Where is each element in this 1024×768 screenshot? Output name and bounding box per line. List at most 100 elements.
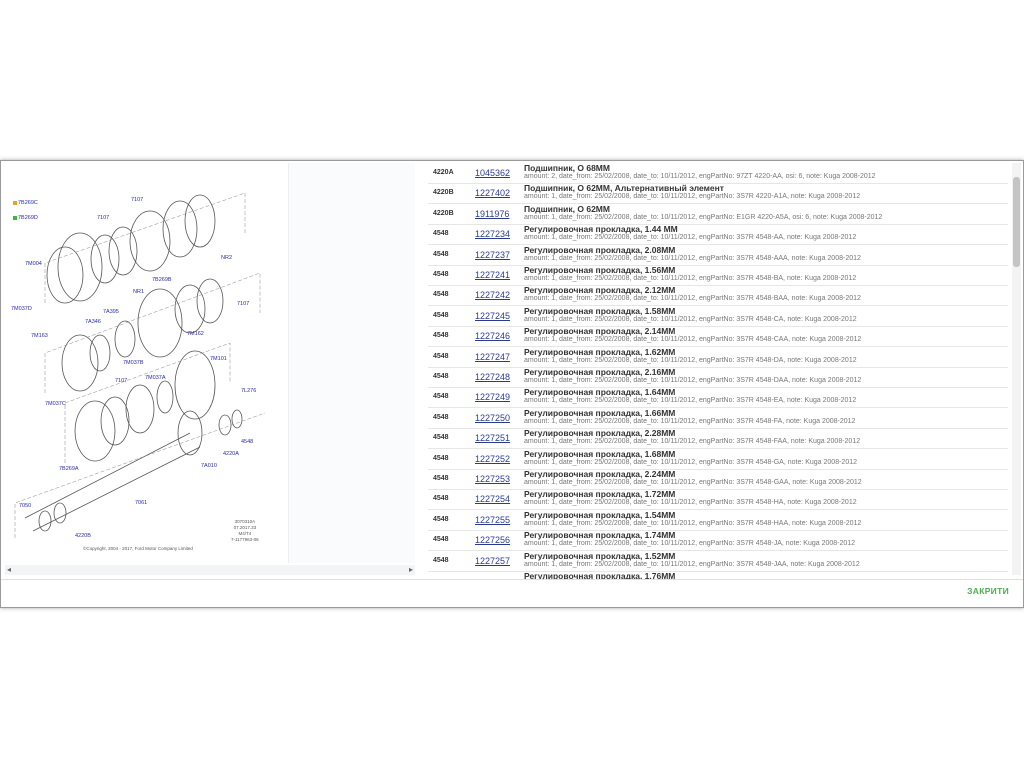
part-callout[interactable]: 7M037B [123, 360, 144, 366]
ref-number: 4548 [433, 352, 449, 360]
scroll-left-icon[interactable]: ◂ [7, 565, 12, 574]
part-callout[interactable]: NR1 [133, 289, 145, 295]
dialog-footer: ЗАКРИТИ [1, 579, 1023, 608]
part-callout[interactable]: 7107 [97, 215, 110, 221]
scroll-right-icon[interactable]: ▸ [408, 565, 413, 574]
gearbox-drawing [14, 192, 266, 538]
part-number-link[interactable]: 1227241 [475, 270, 511, 280]
part-callout[interactable]: 7107 [115, 378, 128, 384]
part-callout[interactable]: NR2 [221, 255, 233, 261]
part-number-link[interactable]: 1227256 [475, 535, 511, 546]
part-number-link[interactable]: 1227255 [475, 514, 511, 525]
part-callout[interactable]: 7M037D [11, 306, 32, 312]
part-details: amount: 1, date_from: 25/02/2008, date_t… [524, 295, 861, 303]
part-number-link[interactable]: 1227402 [475, 188, 511, 199]
part-callout[interactable]: 7M037C [45, 401, 66, 407]
legend-label: 7B269C [18, 200, 38, 206]
legend-item: 7B269D [13, 215, 38, 221]
part-number-link[interactable]: 1227253 [475, 474, 511, 484]
part-number-link[interactable]: 1045362 [475, 168, 511, 178]
part-title: Регулировочная прокладка, 2.16ММ [524, 367, 676, 377]
part-callout[interactable]: 7107 [131, 197, 144, 203]
part-details: amount: 1, date_from: 25/02/2008, date_t… [524, 377, 862, 384]
part-number-link[interactable]: 1227250 [475, 412, 511, 423]
vertical-scrollbar[interactable] [1012, 163, 1021, 575]
part-title: Регулировочная прокладка, 1.66ММ [524, 407, 676, 418]
part-title: Регулировочная прокладка, 1.54ММ [524, 509, 676, 520]
part-callout[interactable]: 7B269B [152, 277, 172, 283]
ref-number: 4548 [433, 454, 449, 462]
ref-number: 4548 [433, 556, 449, 564]
part-details: amount: 1, date_from: 25/02/2008, date_t… [524, 275, 857, 282]
part-title: Регулировочная прокладка, 1.68ММ [524, 448, 676, 459]
part-callout[interactable]: 7A010 [201, 463, 217, 469]
part-number-link[interactable]: 1227234 [475, 229, 511, 240]
drawing-stamp: 3070310A 07.2017.33 M4/T4 7-1177963-06 [231, 519, 259, 543]
stamp-line: 07.2017.33 [233, 525, 257, 530]
part-title: Регулировочная прокладка, 2.28ММ [524, 428, 676, 439]
orange-square-icon [13, 200, 17, 205]
part-callout[interactable]: 7L276 [241, 388, 257, 394]
part-callout[interactable]: 4548 [241, 439, 254, 445]
part-callout[interactable]: 7061 [135, 500, 148, 506]
stamp-line: 7-1177963-06 [231, 537, 259, 542]
scrollbar-thumb[interactable] [1013, 177, 1020, 267]
part-number-link[interactable]: 1227252 [475, 453, 511, 464]
ref-number: 4548 [433, 373, 449, 380]
part-callout[interactable]: 7M004 [25, 261, 42, 267]
part-details: amount: 1, date_from: 25/02/2008, date_t… [524, 479, 862, 486]
part-number-link[interactable]: 1227242 [475, 290, 511, 301]
ref-number: 4548 [433, 332, 449, 340]
part-number-link[interactable]: 1911976 [475, 208, 510, 219]
part-details: amount: 1, date_from: 25/02/2008, date_t… [524, 356, 857, 364]
ref-number: 4220B [433, 189, 454, 197]
part-callout[interactable]: 7M101 [210, 356, 227, 362]
part-callout[interactable]: 7A395 [103, 309, 119, 315]
part-callout[interactable]: 7050 [19, 503, 32, 509]
part-number-link[interactable]: 1227246 [475, 331, 511, 342]
part-details: amount: 1, date_from: 25/02/2008, date_t… [524, 397, 857, 405]
ref-number: 4548 [433, 291, 449, 299]
ref-number: 4548 [433, 495, 449, 503]
part-number-link[interactable]: 1227249 [475, 392, 511, 403]
table-row: 4548 1227252 Регулировочная прокладка, 1.6… [428, 449, 1008, 470]
part-number-link[interactable]: 1227254 [475, 494, 511, 505]
part-callout[interactable]: 7M163 [31, 333, 48, 339]
part-details: amount: 1, date_from: 25/02/2008, date_t… [524, 336, 862, 344]
part-number-link[interactable]: 1227248 [475, 372, 511, 382]
ref-number: 4548 [433, 271, 449, 278]
part-number-link[interactable]: 1227237 [475, 249, 511, 260]
stamp-line: M4/T4 [238, 531, 252, 536]
part-details: amount: 2, date_from: 25/02/2008, date_t… [524, 173, 876, 180]
part-number-link[interactable]: 1227251 [475, 433, 511, 444]
part-callout[interactable]: 4220A [223, 451, 239, 457]
close-button[interactable]: ЗАКРИТИ [967, 586, 1009, 596]
part-title: Регулировочная прокладка, 1.58ММ [524, 305, 676, 316]
part-details: amount: 1, date_from: 25/02/2008, date_t… [524, 315, 857, 323]
part-callout[interactable]: 7A346 [85, 319, 101, 325]
part-title: Регулировочная прокладка, 1.72ММ [524, 489, 676, 500]
part-details: amount: 1, date_from: 25/02/2008, date_t… [524, 254, 861, 262]
part-callout[interactable]: 4220B [75, 533, 91, 539]
part-number-link[interactable]: 1227257 [475, 555, 511, 566]
part-callout[interactable]: 7M162 [187, 331, 204, 337]
ref-number: 4548 [433, 434, 449, 442]
part-callout[interactable]: 7M037A [145, 375, 166, 381]
ref-number: 4548 [433, 311, 449, 319]
part-callout[interactable]: 7B269A [59, 466, 79, 472]
part-details: amount: 1, date_from: 25/02/2008, date_t… [524, 519, 862, 527]
part-callout[interactable]: 7107 [237, 301, 250, 307]
part-number-link[interactable]: 1227245 [475, 310, 511, 321]
part-details: amount: 1, date_from: 25/02/2008, date_t… [524, 417, 856, 425]
part-number-link[interactable]: 1227247 [475, 351, 511, 362]
horizontal-scrollbar[interactable]: ◂ ▸ [5, 565, 415, 575]
ref-number: 4220B [433, 209, 454, 217]
ref-number: 4548 [433, 475, 449, 482]
